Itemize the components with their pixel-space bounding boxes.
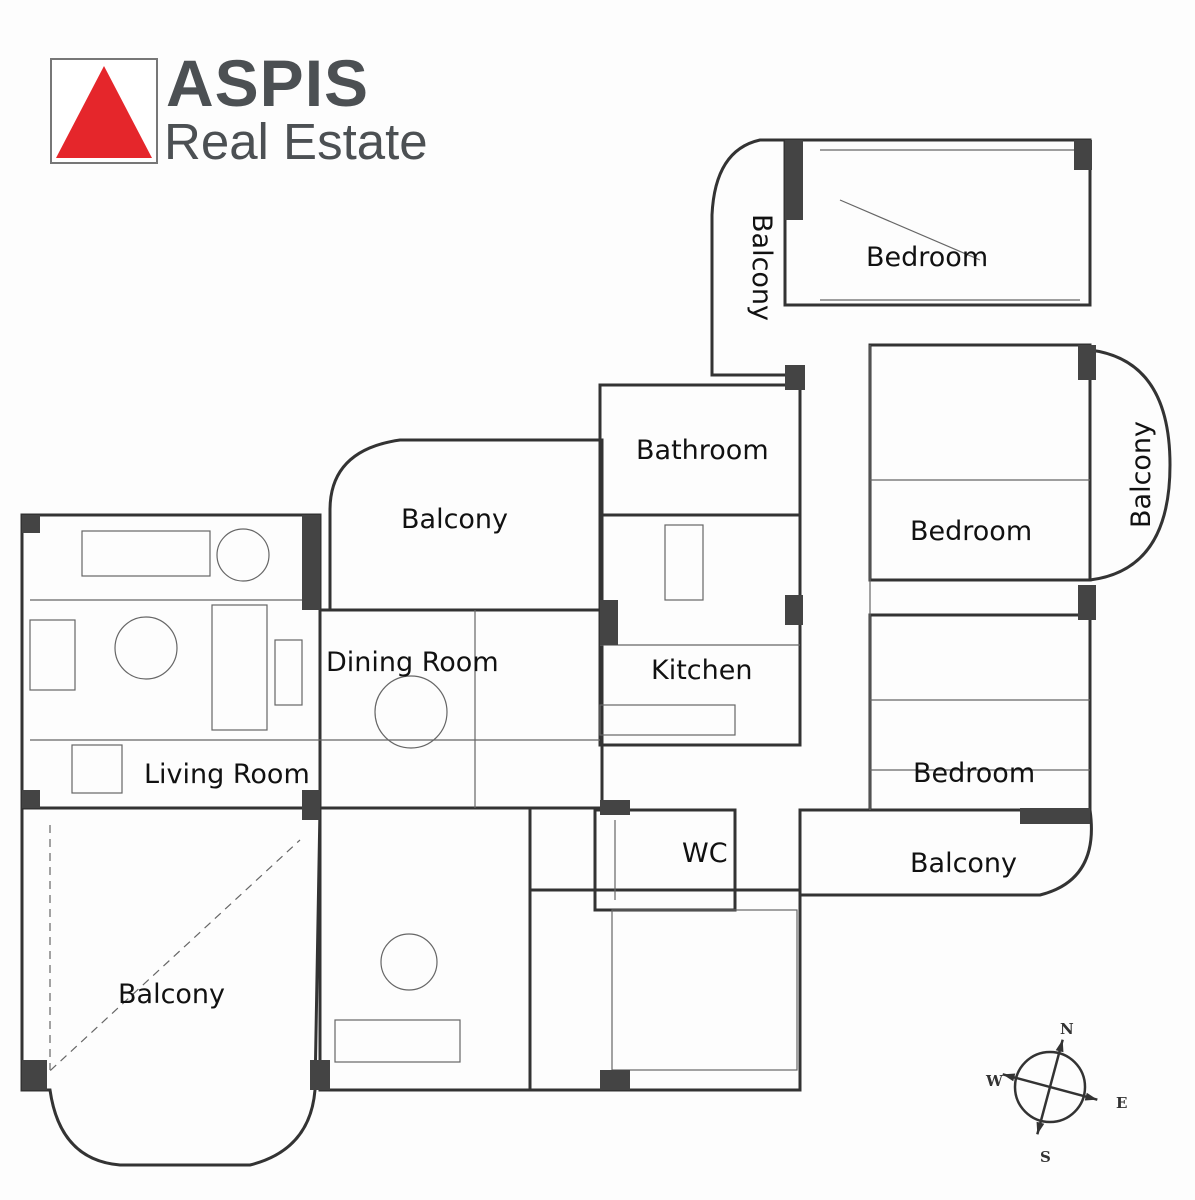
brand-name: ASPIS bbox=[166, 46, 370, 120]
compass-west-label: W bbox=[986, 1072, 1003, 1090]
room-label-living-room: Living Room bbox=[144, 759, 310, 790]
stairwell-outline bbox=[528, 888, 802, 1092]
hall-outline bbox=[318, 806, 532, 1092]
kitchen-outline bbox=[598, 513, 802, 747]
room-label-balcony-north: Balcony bbox=[746, 214, 777, 322]
room-label-balcony-south-west: Balcony bbox=[118, 979, 226, 1010]
center-balcony-outline bbox=[328, 438, 604, 610]
logo-box bbox=[50, 58, 158, 164]
room-label-balcony-east: Balcony bbox=[1126, 420, 1157, 528]
compass-north-label: N bbox=[1060, 1020, 1074, 1038]
south-west-balcony-outline bbox=[20, 807, 322, 1167]
compass-south-label: S bbox=[1040, 1148, 1051, 1166]
compass-rose-icon bbox=[1002, 1039, 1098, 1135]
room-label-bedroom-bottom: Bedroom bbox=[913, 758, 1036, 789]
east-balcony-outline bbox=[1089, 348, 1172, 582]
dining-room-outline bbox=[318, 608, 604, 810]
room-label-balcony-center: Balcony bbox=[401, 504, 509, 535]
room-label-wc: WC bbox=[682, 838, 728, 869]
room-label-bedroom-top: Bedroom bbox=[866, 242, 989, 273]
north-balcony-outline bbox=[710, 138, 785, 377]
room-label-balcony-south-east: Balcony bbox=[910, 848, 1018, 879]
room-label-dining-room: Dining Room bbox=[326, 647, 499, 678]
room-label-kitchen: Kitchen bbox=[651, 655, 753, 686]
room-label-bedroom-middle: Bedroom bbox=[910, 516, 1033, 547]
room-label-bathroom: Bathroom bbox=[636, 435, 769, 466]
bedroom-top-outline bbox=[783, 138, 1092, 307]
brand-tagline: Real Estate bbox=[164, 113, 428, 170]
compass-east-label: E bbox=[1116, 1094, 1128, 1112]
south-east-balcony-outline bbox=[798, 808, 1093, 897]
aspis-logo-triangle-icon bbox=[56, 66, 152, 158]
